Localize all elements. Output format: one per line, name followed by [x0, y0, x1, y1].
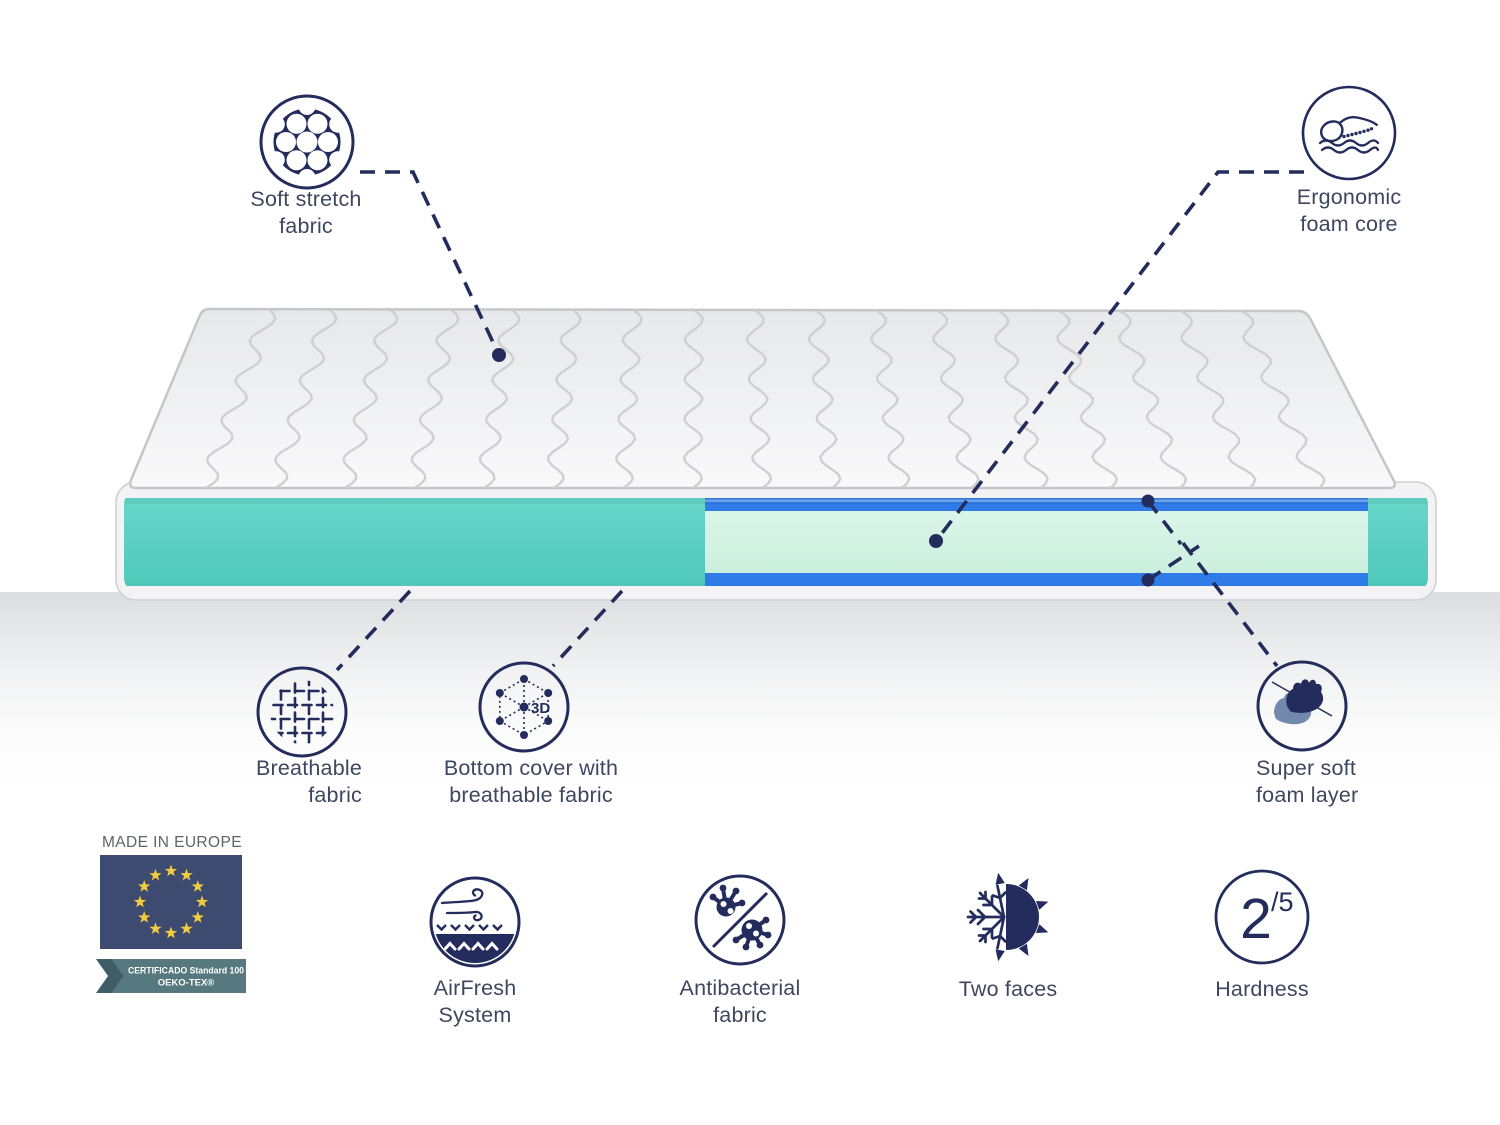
bottom-cover-line [551, 589, 624, 668]
super-soft-line-main [1181, 541, 1279, 668]
ergonomic-foam-core-icon [1301, 85, 1397, 181]
foam-core-cutaway [705, 511, 1368, 573]
made-in-europe-title: MADE IN EUROPE [102, 834, 242, 851]
super-soft-hand-icon [1256, 660, 1348, 752]
hardness-label: Hardness [1215, 977, 1309, 1001]
side-top-shade [124, 498, 1428, 504]
bottom-cover-label-line1: Bottom cover with [443, 756, 619, 780]
eu-flag [100, 855, 242, 949]
side-teal-right [1367, 498, 1428, 586]
eu-flag-stars [133, 864, 209, 939]
airfresh-system-icon [429, 876, 521, 968]
antibacterial-label-line2: fabric [713, 1002, 767, 1027]
breathable-3d-mesh-icon: 3D [478, 661, 570, 753]
super-soft-dot-top [1141, 494, 1155, 508]
airfresh-label: AirFresh System [355, 975, 595, 1028]
super-soft-label: Super soft foam layer [1256, 755, 1476, 808]
soft-stretch-label: Soft stretch fabric [186, 186, 426, 239]
super-soft-label-line2: foam layer [1256, 782, 1359, 807]
hardness-rating-icon: 2 /5 [1214, 869, 1310, 965]
ergonomic-dot [929, 534, 943, 548]
callout-lines [335, 170, 1304, 672]
soft-stretch-fabric-icon [259, 94, 355, 190]
breathable-label-line2: fabric [308, 782, 362, 807]
two-faces-snow-sun-icon [966, 872, 1049, 962]
soft-stretch-label-line2: fabric [279, 213, 333, 238]
super-soft-dot-bottom [1141, 573, 1155, 587]
bottom-cover-label-line2: breathable fabric [449, 782, 613, 807]
ribbon-fold [96, 959, 124, 993]
bottom-cover-label: Bottom cover with breathable fabric [411, 755, 651, 808]
oeko-tex-ribbon: CERTIFICADO Standard 100 OEKO-TEX® [96, 959, 246, 993]
hardness-value: 2 [1240, 887, 1272, 951]
super-soft-line-top [1146, 499, 1183, 546]
soft-foam-highlight [705, 499, 1368, 502]
quilt-pattern [204, 309, 1326, 488]
breathable-line [335, 589, 412, 672]
ergonomic-label: Ergonomic foam core [1229, 184, 1469, 237]
soft-stretch-line [360, 170, 501, 356]
two-faces-label: Two faces [958, 977, 1058, 1001]
antibacterial-label: Antibacterial fabric [620, 975, 860, 1028]
antibacterial-label-line1: Antibacterial [679, 976, 801, 1000]
ribbon-band [112, 959, 246, 993]
hardness-scale: /5 [1271, 887, 1294, 917]
soft-foam-layer-bottom [705, 573, 1368, 586]
breathable-fabric-icon [256, 666, 348, 758]
antibacterial-icon [694, 874, 786, 966]
breathable-label-line1: Breathable [256, 756, 362, 780]
soft-stretch-label-line1: Soft stretch [250, 187, 362, 211]
ergonomic-label-line1: Ergonomic [1296, 185, 1402, 209]
side-teal-left [124, 498, 706, 586]
certificate-line2: OEKO-TEX® [158, 978, 215, 989]
airfresh-label-line2: System [438, 1002, 512, 1027]
3d-icon-text: 3D [531, 700, 550, 717]
certificate-line1: CERTIFICADO Standard 100 [128, 966, 244, 977]
soft-stretch-dot [492, 348, 506, 362]
airfresh-label-line1: AirFresh [433, 976, 517, 1000]
ergonomic-label-line2: foam core [1300, 211, 1398, 236]
ergonomic-line [934, 170, 1304, 543]
super-soft-label-line1: Super soft [1256, 756, 1356, 780]
mattress-side-layers [124, 498, 1428, 586]
breathable-label: Breathable fabric [212, 755, 362, 808]
mattress-top-surface [128, 307, 1397, 490]
